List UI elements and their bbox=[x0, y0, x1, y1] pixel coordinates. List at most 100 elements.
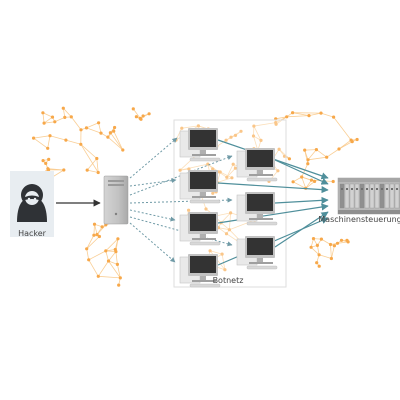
network-node bbox=[196, 124, 200, 128]
network-node bbox=[87, 258, 91, 262]
network-node bbox=[220, 252, 224, 256]
machine-control-label: Maschinensteuerung bbox=[318, 215, 400, 224]
network-node bbox=[187, 167, 191, 171]
network-node bbox=[227, 228, 231, 232]
network-node bbox=[317, 264, 321, 268]
network-node bbox=[41, 111, 45, 115]
network-node bbox=[116, 237, 120, 241]
network-node bbox=[355, 137, 359, 142]
network-node bbox=[233, 133, 238, 137]
network-node bbox=[218, 170, 222, 174]
desktop-computer-icon bbox=[179, 128, 221, 162]
network-node bbox=[291, 180, 295, 184]
network-node bbox=[329, 256, 333, 261]
network-node bbox=[309, 178, 314, 182]
network-node bbox=[309, 245, 313, 249]
network-node bbox=[178, 168, 182, 172]
network-node bbox=[187, 208, 191, 212]
network-node bbox=[233, 166, 237, 170]
network-node bbox=[118, 276, 122, 280]
network-node bbox=[303, 148, 307, 152]
network-node bbox=[282, 154, 287, 158]
network-node bbox=[46, 146, 50, 150]
network-node bbox=[276, 169, 280, 173]
network-node bbox=[345, 238, 349, 242]
network-node bbox=[100, 225, 104, 229]
network-node bbox=[47, 168, 51, 172]
network-node bbox=[328, 242, 333, 247]
network-node bbox=[147, 112, 151, 116]
network-node bbox=[92, 222, 97, 226]
network-node bbox=[306, 158, 310, 162]
network-node bbox=[79, 142, 83, 146]
network-node bbox=[285, 115, 289, 119]
network-node bbox=[313, 179, 317, 183]
network-node bbox=[138, 116, 142, 120]
network-node bbox=[117, 283, 121, 287]
network-node bbox=[114, 250, 118, 254]
network-node bbox=[291, 111, 295, 115]
network-node bbox=[84, 126, 89, 130]
botnet-computers bbox=[179, 128, 278, 288]
network-node bbox=[53, 120, 57, 124]
network-node bbox=[319, 237, 323, 241]
tower-server-icon bbox=[103, 175, 129, 225]
network-node bbox=[317, 253, 321, 257]
desktop-computer-icon bbox=[236, 148, 278, 182]
network-node bbox=[332, 115, 336, 119]
desktop-computer-icon bbox=[179, 254, 221, 288]
network-node bbox=[62, 168, 66, 172]
network-node bbox=[307, 114, 311, 118]
network-node bbox=[44, 161, 48, 165]
network-node bbox=[79, 128, 83, 132]
network-node bbox=[274, 121, 278, 125]
network-node bbox=[106, 135, 110, 139]
network-node bbox=[131, 107, 135, 111]
network-node bbox=[85, 247, 89, 251]
network-node bbox=[339, 238, 344, 242]
network-node bbox=[97, 234, 101, 239]
network-node bbox=[230, 176, 234, 180]
network-node bbox=[121, 148, 125, 152]
network-node bbox=[315, 243, 319, 247]
network-node bbox=[204, 207, 208, 211]
network-node bbox=[96, 170, 100, 175]
network-node bbox=[208, 249, 212, 253]
network-node bbox=[229, 211, 233, 215]
network-node bbox=[306, 162, 310, 166]
network-node bbox=[277, 147, 281, 151]
network-node bbox=[61, 106, 65, 110]
network-node bbox=[225, 175, 229, 179]
network-node bbox=[337, 147, 341, 151]
network-node bbox=[92, 233, 96, 237]
network-node bbox=[252, 124, 256, 128]
network-node bbox=[48, 134, 52, 138]
desktop-computer-icon bbox=[179, 212, 221, 246]
network-node bbox=[108, 131, 112, 135]
desktop-computer-icon bbox=[179, 170, 221, 204]
network-node bbox=[95, 232, 99, 237]
network-node bbox=[335, 241, 340, 245]
network-node bbox=[300, 175, 304, 179]
network-node bbox=[331, 179, 335, 184]
network-node bbox=[106, 259, 111, 263]
hacker-label: Hacker bbox=[18, 229, 46, 238]
network-node bbox=[42, 121, 46, 125]
network-node bbox=[96, 274, 100, 278]
network-node bbox=[231, 162, 235, 166]
network-node bbox=[349, 138, 353, 142]
network-node bbox=[229, 135, 233, 139]
network-node bbox=[319, 111, 323, 115]
network-node bbox=[211, 167, 215, 171]
network-node bbox=[50, 115, 55, 119]
network-node bbox=[224, 232, 229, 236]
network-node bbox=[104, 249, 108, 253]
botnet-label: Botnetz bbox=[212, 276, 244, 285]
desktop-computer-icon bbox=[236, 236, 278, 270]
network-node bbox=[211, 191, 215, 195]
network-node bbox=[47, 157, 51, 161]
network-node bbox=[325, 155, 329, 159]
network-node bbox=[315, 261, 319, 265]
network-node bbox=[64, 138, 68, 142]
network-node bbox=[287, 157, 291, 161]
